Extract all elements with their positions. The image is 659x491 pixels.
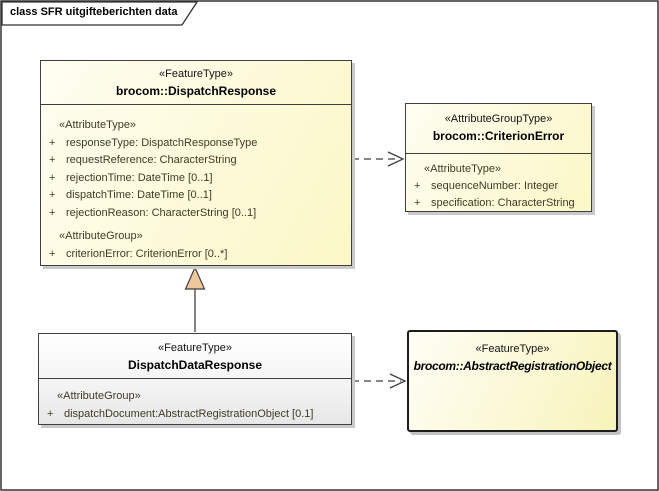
generalization-triangle-icon	[184, 266, 206, 290]
stereotype-label: «AttributeGroupType»	[444, 113, 553, 125]
frame-title-tab	[1, 1, 199, 26]
attribute-text: responseType: DispatchResponseType	[66, 136, 258, 149]
attribute-row: + specification: CharacterString	[406, 195, 591, 212]
class-name: brocom::DispatchResponse	[115, 84, 277, 98]
attribute-row: + dispatchTime: DateTime [0..1]	[41, 187, 351, 205]
class-header: «AttributeGroupType» brocom::CriterionEr…	[406, 104, 591, 154]
open-arrowhead-icon	[389, 373, 407, 389]
attributes-compartment: «AttributeType» + sequenceNumber: Integer…	[406, 154, 591, 212]
class-header: «FeatureType» brocom::AbstractRegistrati…	[409, 332, 616, 375]
attribute-visibility: +	[47, 407, 54, 420]
class-box-abstract-registration-object[interactable]: «FeatureType» brocom::AbstractRegistrati…	[407, 330, 618, 432]
attribute-visibility: +	[414, 180, 421, 192]
class-box-criterion-error[interactable]: «AttributeGroupType» brocom::CriterionEr…	[405, 103, 592, 212]
attribute-text: rejectionTime: DateTime [0..1]	[66, 171, 213, 184]
attribute-row: + requestReference: CharacterString	[41, 152, 351, 170]
attribute-visibility: +	[414, 197, 421, 209]
attribute-text: dispatchDocument:AbstractRegistrationObj…	[64, 407, 314, 420]
class-box-dispatch-data-response[interactable]: «FeatureType» DispatchDataResponse «Attr…	[38, 333, 352, 425]
attributes-compartment: «AttributeType» + responseType: DispatchR…	[41, 105, 351, 263]
attribute-row: + sequenceNumber: Integer	[406, 178, 591, 195]
attribute-text: sequenceNumber: Integer	[431, 180, 559, 192]
class-header: «FeatureType» DispatchDataResponse	[39, 334, 351, 379]
stereotype-label: «FeatureType»	[475, 343, 550, 355]
class-box-dispatch-response[interactable]: «FeatureType» brocom::DispatchResponse «…	[40, 60, 352, 266]
dependency-connector-criterion-error[interactable]	[352, 151, 405, 167]
class-name: brocom::CriterionError	[432, 129, 565, 143]
dependency-connector-abstract-registration-object[interactable]	[352, 373, 407, 389]
stereotype-label: «FeatureType»	[158, 342, 232, 354]
attribute-row: + dispatchDocument:AbstractRegistrationOb…	[39, 406, 351, 424]
section-header-attribute-group: «AttributeGroup»	[57, 390, 141, 402]
attribute-visibility: +	[49, 189, 56, 201]
frame-title: class SFR uitgifteberichten data	[10, 6, 178, 18]
attribute-visibility: +	[49, 171, 56, 184]
stereotype-label: «FeatureType»	[159, 68, 233, 80]
attribute-text: specification: CharacterString	[431, 197, 575, 209]
attribute-text: rejectionReason: CharacterString [0..1]	[66, 206, 257, 219]
attribute-visibility: +	[49, 247, 56, 260]
section-header-attribute-type: «AttributeType»	[424, 163, 502, 175]
attribute-row: + rejectionTime: DateTime [0..1]	[41, 170, 351, 188]
attribute-visibility: +	[49, 136, 56, 149]
attribute-row: + rejectionReason: CharacterString [0..1]	[41, 205, 351, 223]
attribute-text: dispatchTime: DateTime [0..1]	[66, 189, 212, 201]
attribute-visibility: +	[49, 206, 56, 219]
section-header-attribute-type: «AttributeType»	[59, 119, 137, 131]
attribute-visibility: +	[49, 154, 56, 166]
class-header: «FeatureType» brocom::DispatchResponse	[41, 61, 351, 105]
attribute-text: criterionError: CriterionError [0..*]	[66, 247, 228, 260]
class-name: DispatchDataResponse	[127, 358, 263, 372]
attributes-compartment: «AttributeGroup» + dispatchDocument:Abstr…	[39, 379, 351, 423]
attribute-row: + criterionError: CriterionError [0..*]	[41, 246, 351, 264]
open-arrowhead-icon	[387, 151, 405, 167]
attribute-row: + responseType: DispatchResponseType	[41, 135, 351, 153]
attribute-text: requestReference: CharacterString	[66, 154, 237, 166]
generalization-connector[interactable]	[184, 266, 206, 333]
section-header-attribute-group: «AttributeGroup»	[59, 230, 143, 242]
class-name: brocom::AbstractRegistrationObject	[413, 359, 612, 373]
